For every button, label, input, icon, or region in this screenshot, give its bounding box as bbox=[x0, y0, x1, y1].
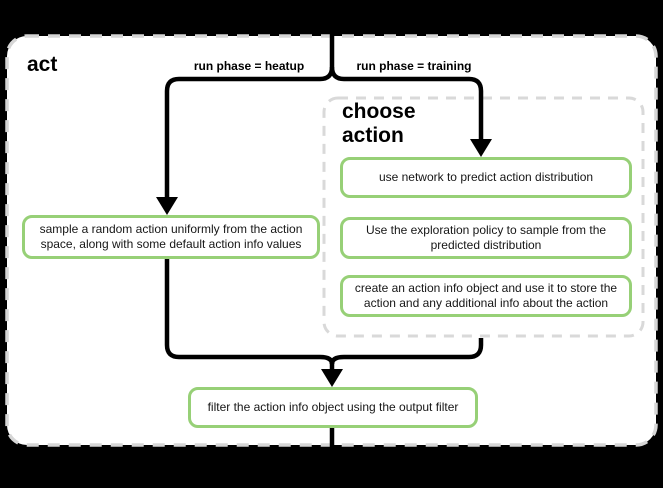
choose-action-group-box bbox=[322, 96, 645, 338]
node-exploration-policy-sample: Use the exploration policy to sample fro… bbox=[340, 217, 632, 259]
arrowhead-predict-node bbox=[470, 139, 492, 157]
node-use-network-predict: use network to predict action distributi… bbox=[340, 157, 632, 198]
edge-label-heatup: run phase = heatup bbox=[193, 59, 305, 73]
node-sample-random-action: sample a random action uniformly from th… bbox=[22, 215, 320, 259]
edge-training bbox=[329, 66, 484, 141]
arrowhead-filter-node bbox=[321, 369, 343, 387]
choose-action-title: choose action bbox=[342, 100, 416, 147]
node-create-action-info: create an action info object and use it … bbox=[340, 275, 632, 317]
edge-label-training: run phase = training bbox=[356, 59, 472, 73]
arrowhead-sample-node bbox=[156, 197, 178, 215]
node-filter-action-info: filter the action info object using the … bbox=[188, 387, 478, 428]
act-title: act bbox=[27, 53, 58, 76]
